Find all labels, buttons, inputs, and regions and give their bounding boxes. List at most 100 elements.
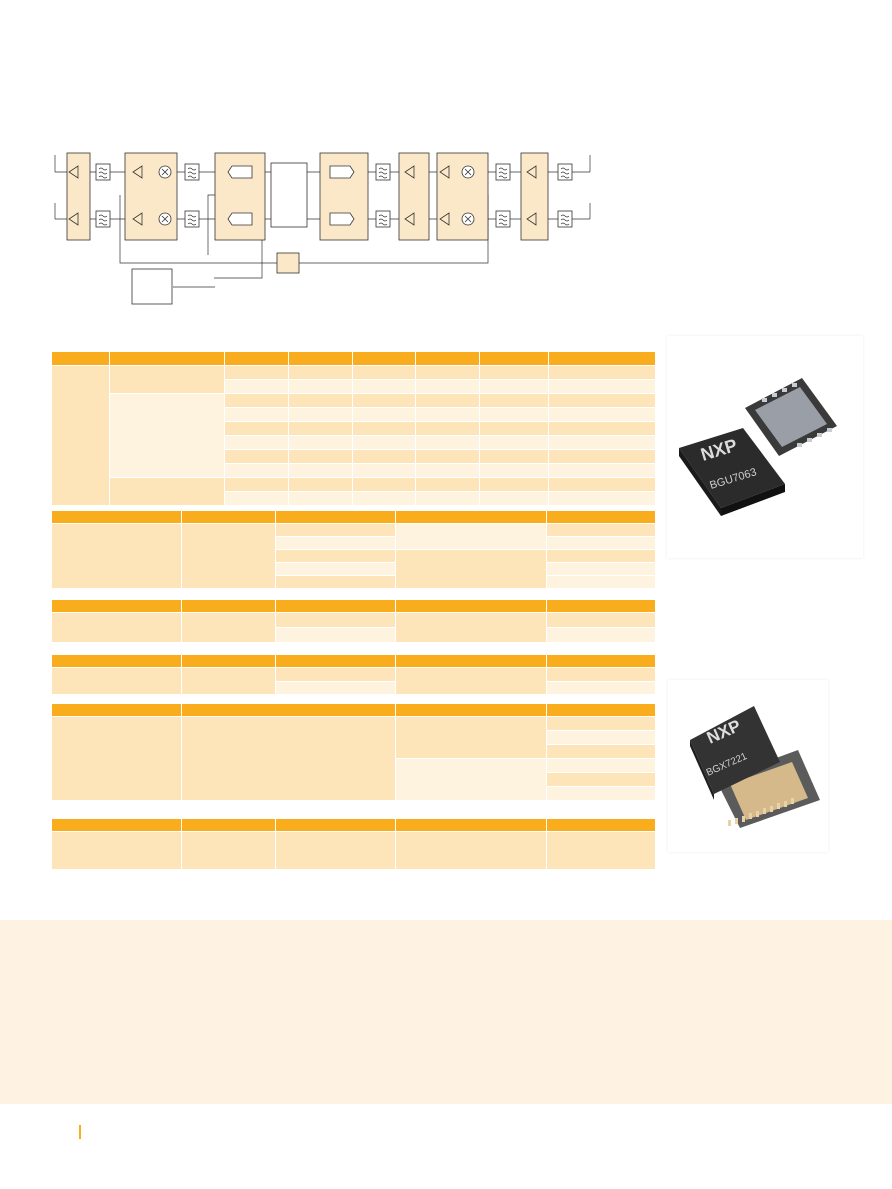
table-cell [547, 613, 656, 628]
table-cell [276, 819, 396, 832]
table-cell [276, 576, 396, 589]
table-cell [549, 366, 656, 380]
table-cell [182, 717, 396, 801]
table-cell [182, 524, 276, 589]
table-cell [547, 628, 656, 643]
transceiver-block-diagram [54, 152, 591, 305]
table-cell [353, 450, 416, 464]
table-row [52, 773, 656, 787]
table-row [52, 628, 656, 643]
table-row [52, 380, 656, 394]
table-cell [225, 352, 289, 366]
table-cell [110, 394, 225, 478]
table-cell [52, 524, 182, 589]
table-cell [416, 380, 480, 394]
table-header-row [52, 704, 656, 717]
table-cell [549, 464, 656, 478]
table-cell [396, 613, 547, 643]
table-cell [353, 380, 416, 394]
table-row [52, 668, 656, 695]
table-header-row [52, 600, 656, 613]
table-cell [353, 394, 416, 408]
table-cell [396, 832, 547, 870]
table-cell [276, 511, 396, 524]
table-cell [182, 511, 276, 524]
table-cell [547, 524, 656, 537]
table-cell [547, 832, 656, 870]
table-cell [549, 478, 656, 492]
chip-back-icon [745, 378, 837, 456]
product-table-1 [52, 352, 656, 506]
page-number-marker [79, 1125, 81, 1139]
table-cell [549, 450, 656, 464]
table-cell [416, 366, 480, 380]
table-cell [289, 394, 353, 408]
table-cell [182, 832, 276, 870]
table-cell [547, 682, 656, 695]
chip-back-icon [716, 750, 820, 828]
table-cell [353, 422, 416, 436]
table-cell [416, 492, 480, 506]
table-cell [289, 408, 353, 422]
table-cell [547, 511, 656, 524]
table-cell [276, 537, 396, 550]
table-cell [52, 600, 182, 613]
table-row [52, 759, 656, 801]
table-row [52, 366, 656, 506]
table-cell [480, 436, 549, 450]
table-cell [353, 366, 416, 380]
table-cell [416, 478, 480, 492]
table-cell [276, 563, 396, 576]
table-cell [353, 492, 416, 506]
table-cell [225, 450, 289, 464]
table-cell [52, 832, 182, 870]
table-cell [225, 366, 289, 380]
table-cell [52, 613, 182, 643]
table-cell [52, 704, 182, 717]
table-cell [289, 422, 353, 436]
table-row [52, 550, 656, 589]
table-cell [480, 352, 549, 366]
product-photo-bgu7063: NXP BGU7063 [667, 336, 863, 558]
table-cell [547, 731, 656, 745]
table-cell [276, 550, 396, 563]
table-cell [182, 655, 276, 668]
table-row [52, 422, 656, 436]
table-cell [289, 436, 353, 450]
table-cell [549, 492, 656, 506]
table-row [52, 436, 656, 450]
table-cell [416, 394, 480, 408]
table-cell [225, 492, 289, 506]
table-row [52, 731, 656, 745]
table-cell [396, 717, 547, 759]
table-cell [353, 478, 416, 492]
table-cell [547, 704, 656, 717]
table-row [52, 450, 656, 464]
table-cell [353, 408, 416, 422]
table-cell [276, 668, 396, 682]
table-cell [416, 464, 480, 478]
table-cell [276, 600, 396, 613]
table-cell [480, 450, 549, 464]
table-cell [396, 819, 547, 832]
table-row [52, 576, 656, 589]
table-cell [110, 352, 225, 366]
table-cell [547, 819, 656, 832]
product-table-3 [52, 600, 656, 643]
table-cell [547, 563, 656, 576]
table-row [52, 394, 656, 478]
table-cell [396, 759, 547, 801]
table-cell [276, 655, 396, 668]
table-cell [396, 511, 547, 524]
table-cell [276, 524, 396, 537]
table-header-row [52, 655, 656, 668]
table-cell [547, 550, 656, 563]
table-cell [289, 492, 353, 506]
table-cell [416, 408, 480, 422]
table-cell [225, 436, 289, 450]
table-row [52, 682, 656, 695]
table-cell [276, 832, 396, 870]
table-cell [353, 352, 416, 366]
table-cell [52, 717, 182, 801]
table-cell [396, 704, 547, 717]
